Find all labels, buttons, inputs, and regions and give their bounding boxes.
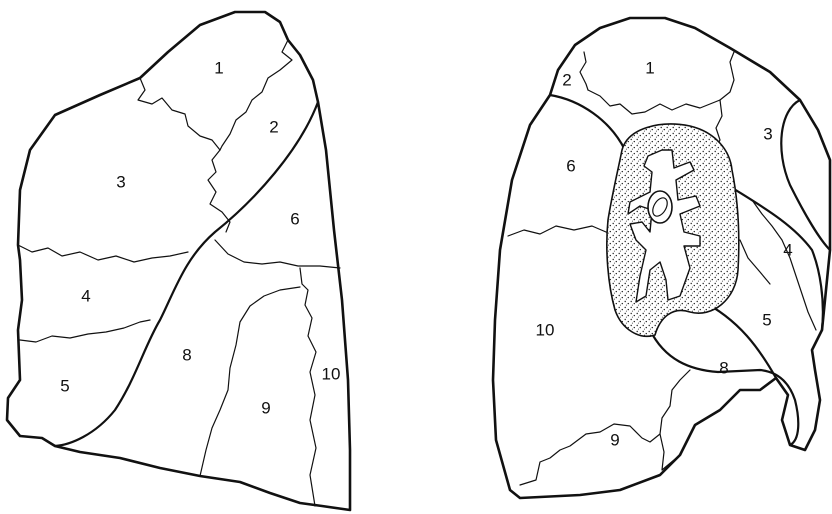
left-segment-label: 1 <box>214 58 223 77</box>
left-segment-label: 10 <box>322 364 341 383</box>
right-boundary-3-4 <box>740 240 770 284</box>
right-segment-label: 10 <box>536 320 555 339</box>
left-oblique-fissure <box>55 102 318 446</box>
left-segment-label: 2 <box>269 117 278 136</box>
right-boundary-2-top <box>580 52 588 90</box>
left-lung-outline <box>7 12 350 510</box>
left-boundary-2-3 <box>208 150 230 232</box>
left-segment-label: 9 <box>261 398 270 417</box>
left-segment-labels: 1 2 3 4 5 6 8 9 10 <box>60 58 340 417</box>
right-boundary-1-2 <box>588 52 734 114</box>
right-segment-label: 8 <box>719 358 728 377</box>
right-segment-label: 5 <box>762 310 771 329</box>
left-segment-label: 8 <box>182 345 191 364</box>
right-segment-label: 9 <box>610 430 619 449</box>
left-boundary-9-10 <box>300 268 316 506</box>
left-segment-label: 4 <box>81 286 90 305</box>
right-oblique-fissure <box>550 95 625 150</box>
left-boundary-1-2 <box>220 40 292 150</box>
left-segment-label: 3 <box>116 172 125 191</box>
left-boundary-3-4 <box>18 245 188 262</box>
left-segment-label: 5 <box>60 376 69 395</box>
left-boundary-4-5 <box>20 320 150 342</box>
right-segment-label: 4 <box>783 240 792 259</box>
right-lung: 1 2 3 6 4 5 10 8 9 <box>493 18 830 498</box>
right-segment-label: 2 <box>562 70 571 89</box>
right-segment-label: 6 <box>566 156 575 175</box>
left-segment-label: 6 <box>290 209 299 228</box>
left-boundary-8-9 <box>200 287 300 476</box>
right-lower-edge <box>650 330 798 445</box>
left-lung: 1 2 3 4 5 6 8 9 10 <box>7 12 350 510</box>
left-boundary-1-3 <box>138 78 220 150</box>
right-segment-label: 1 <box>645 58 654 77</box>
pulmonary-artery-ring <box>648 191 672 223</box>
right-boundary-6-10 <box>508 226 618 238</box>
right-medial-contour <box>781 100 830 250</box>
right-segment-label: 3 <box>763 124 772 143</box>
left-boundary-6-8 <box>215 240 340 268</box>
